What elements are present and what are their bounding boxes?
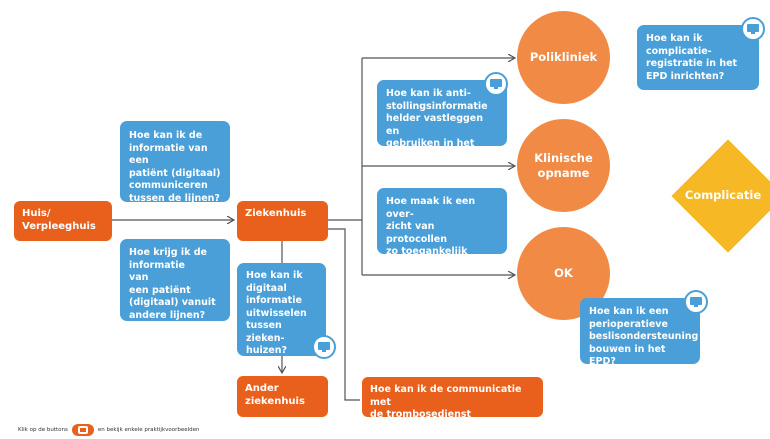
legend-suffix: en bekijk enkele praktijkvoorbeelden xyxy=(97,427,200,433)
question-trombosedienst[interactable]: Hoe kan ik de communicatie met de trombo… xyxy=(362,377,543,433)
node-polikliniek: Polikliniek xyxy=(517,11,610,104)
node-ziekenhuis: Ziekenhuis xyxy=(237,201,328,241)
monitor-screen-icon[interactable] xyxy=(312,335,336,359)
legend-prefix: Klik op de buttons xyxy=(18,427,68,433)
monitor-screen-icon[interactable] xyxy=(684,290,708,314)
line-to-trombosedienst xyxy=(328,228,360,401)
node-complicatie-label: Complicatie xyxy=(684,188,762,202)
monitor-screen-icon[interactable] xyxy=(484,72,508,96)
question-complicatieregistratie[interactable]: Hoe kan ik complicatie- registratie in h… xyxy=(637,25,759,90)
question-beslisondersteuning[interactable]: Hoe kan ik een perioperatieve beslisonde… xyxy=(580,298,700,367)
node-huis-verpleeghuis: Huis/ Verpleeghuis xyxy=(14,201,112,241)
node-ander-ziekenhuis: Ander ziekenhuis xyxy=(237,376,328,417)
monitor-screen-icon[interactable] xyxy=(741,17,765,41)
question-informatie-communiceren[interactable]: Hoe kan ik de informatie van een patiënt… xyxy=(120,121,230,204)
question-informatie-krijgen[interactable]: Hoe krijg ik de informatie van een patië… xyxy=(120,239,230,321)
node-klinische-opname: Klinische opname xyxy=(517,119,610,212)
question-digitaal-uitwisselen[interactable]: Hoe kan ik digitaal informatie uitwissel… xyxy=(237,263,326,356)
question-protocollen[interactable]: Hoe maak ik een over- zicht van protocol… xyxy=(377,188,507,270)
legend: Klik op de buttons en bekijk enkele prak… xyxy=(18,424,200,436)
legend-button-icon xyxy=(71,424,94,436)
